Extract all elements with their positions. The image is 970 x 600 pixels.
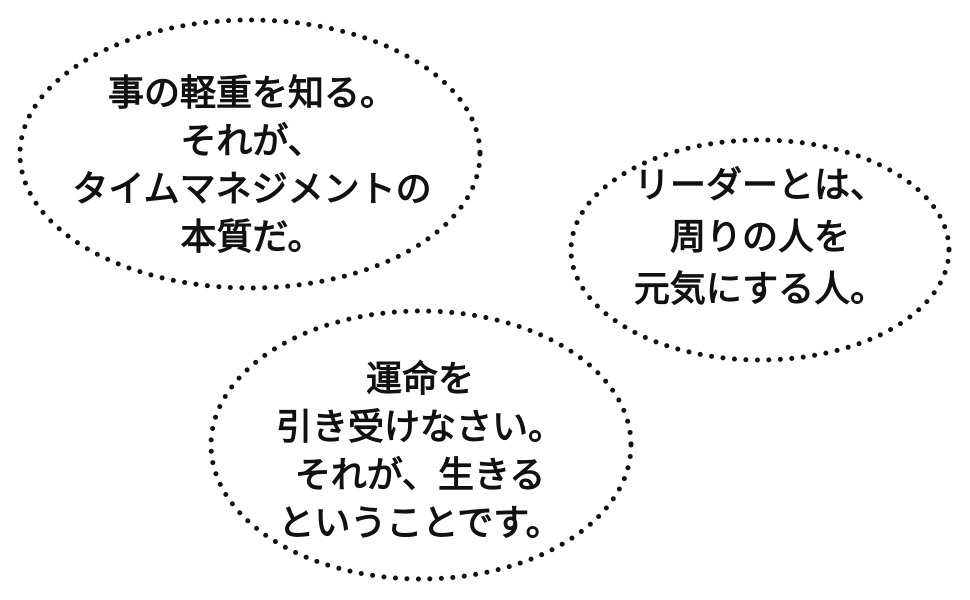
quote-line: 引き受けなさい。 <box>275 407 565 448</box>
quote-line: それが、 <box>180 121 324 162</box>
bubble-outline-time-management <box>17 17 483 291</box>
quote-line: 元気にする人。 <box>633 269 887 310</box>
quote-line: ということです。 <box>278 503 562 544</box>
quote-leader: リーダーとは、 周りの人を 元気にする人。 <box>634 160 886 316</box>
quote-line: 事の軽重を知る。 <box>107 73 396 114</box>
quote-line: タイムマネジメントの <box>72 169 432 210</box>
quote-time-management: 事の軽重を知る。 それが、 タイムマネジメントの 本質だ。 <box>72 70 431 262</box>
quote-line: 本質だ。 <box>180 217 324 258</box>
bubble-outline-destiny <box>208 308 634 582</box>
quote-line: リーダーとは、 <box>633 165 886 206</box>
quote-destiny: 運命を 引き受けなさい。 それが、生きる ということです。 <box>276 356 564 548</box>
quote-line: 周りの人を <box>669 217 850 258</box>
quote-line: それが、生きる <box>294 455 546 496</box>
bubble-outline-leader <box>568 137 952 363</box>
quote-line: 運命を <box>365 359 475 400</box>
